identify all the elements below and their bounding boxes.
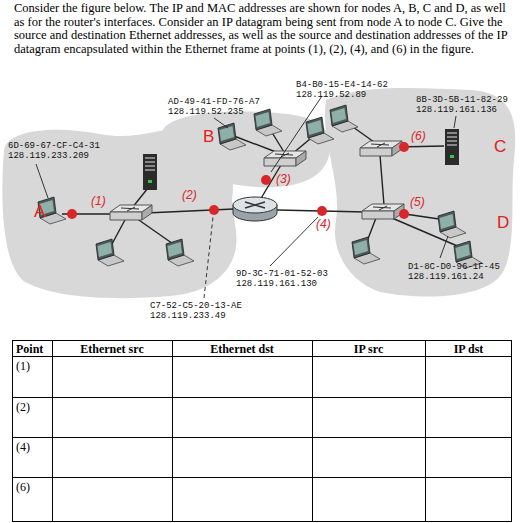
node-letter: C bbox=[494, 137, 506, 156]
table-cell: (2) bbox=[16, 400, 30, 414]
callout-number-box: (3) bbox=[276, 173, 291, 186]
callout-number: (2) bbox=[182, 188, 197, 202]
address-label-box: D1-8C-D0-96-1F-45 128.119.161.24 bbox=[408, 262, 508, 282]
node-letter: B bbox=[203, 127, 214, 146]
callout-number: (1) bbox=[91, 194, 106, 208]
table-cell-box: (6) bbox=[16, 480, 30, 494]
callout-number: (5) bbox=[410, 195, 425, 209]
callout-number: (6) bbox=[411, 129, 426, 143]
table-header: Point bbox=[16, 342, 43, 356]
problem-text: Consider the figure below. The IP and MA… bbox=[14, 1, 507, 56]
table-cell: (1) bbox=[16, 359, 30, 373]
table-cell: (6) bbox=[16, 480, 30, 494]
table-header: Ethernet dst bbox=[210, 342, 274, 356]
table-cell-box: (2) bbox=[16, 400, 30, 414]
table-cell-box: (4) bbox=[16, 440, 30, 454]
address-label-box: AD-49-41-FD-76-A7 128.119.52.235 bbox=[168, 97, 268, 117]
address-label: 6D-69-67-CF-C4-31 128.119.233.209 bbox=[8, 141, 100, 161]
address-label: AD-49-41-FD-76-A7 128.119.52.235 bbox=[168, 97, 260, 117]
address-label: B4-B0-15-E4-14-62 128.119.52.89 bbox=[296, 80, 388, 100]
address-label: 8B-3D-5B-11-82-29 128.119.161.136 bbox=[416, 95, 508, 115]
table-header-box: Ethernet dst bbox=[172, 342, 312, 356]
table-header-box: IP dst bbox=[425, 342, 512, 356]
node-letter-box: B bbox=[203, 128, 214, 146]
address-label: C7-52-C5-20-13-AE 128.119.233.49 bbox=[150, 301, 242, 321]
address-label-box: C7-52-C5-20-13-AE 128.119.233.49 bbox=[150, 301, 250, 321]
address-label-box: B4-B0-15-E4-14-62 128.119.52.89 bbox=[296, 80, 396, 100]
address-label: 9D-3C-71-01-52-03 128.119.161.130 bbox=[236, 269, 328, 289]
table-header: Ethernet src bbox=[80, 342, 143, 356]
table-header-box: IP src bbox=[312, 342, 425, 356]
table-cell-box: (1) bbox=[16, 359, 30, 373]
subnet-region bbox=[2, 88, 515, 298]
table-header-box: Ethernet src bbox=[52, 342, 172, 356]
address-label-box: 6D-69-67-CF-C4-31 128.119.233.209 bbox=[8, 141, 108, 161]
node-letter-box: D bbox=[497, 214, 509, 232]
network-link bbox=[62, 122, 462, 248]
address-label-box: 8B-3D-5B-11-82-29 128.119.161.136 bbox=[416, 95, 516, 115]
table-header: IP dst bbox=[454, 342, 484, 356]
callout-number-box: (4) bbox=[316, 218, 331, 231]
table-header-box: Point bbox=[16, 342, 43, 356]
leader-line bbox=[36, 96, 456, 298]
node-letter-box: A bbox=[34, 203, 45, 221]
callout-number: (3) bbox=[276, 172, 291, 186]
table-cell: (4) bbox=[16, 440, 30, 454]
address-label-box: 9D-3C-71-01-52-03 128.119.161.130 bbox=[236, 269, 336, 289]
switch-icon bbox=[110, 141, 404, 220]
callout-number-box: (5) bbox=[410, 196, 425, 209]
table-header: IP src bbox=[354, 342, 383, 356]
callout-number-box: (6) bbox=[411, 130, 426, 143]
problem-text-block: Consider the figure below. The IP and MA… bbox=[14, 2, 508, 56]
callout-number-box: (2) bbox=[182, 189, 197, 202]
router-icon bbox=[233, 197, 277, 221]
address-label: D1-8C-D0-96-1F-45 128.119.161.24 bbox=[408, 262, 500, 282]
callout-number-box: (1) bbox=[91, 195, 106, 208]
callout-number: (4) bbox=[316, 217, 331, 231]
host-icon bbox=[38, 105, 482, 268]
answer-table bbox=[12, 340, 512, 522]
node-letter: D bbox=[497, 213, 509, 232]
interface-dot bbox=[67, 142, 409, 219]
node-letter: A bbox=[34, 202, 45, 221]
node-letter-box: C bbox=[494, 138, 506, 156]
